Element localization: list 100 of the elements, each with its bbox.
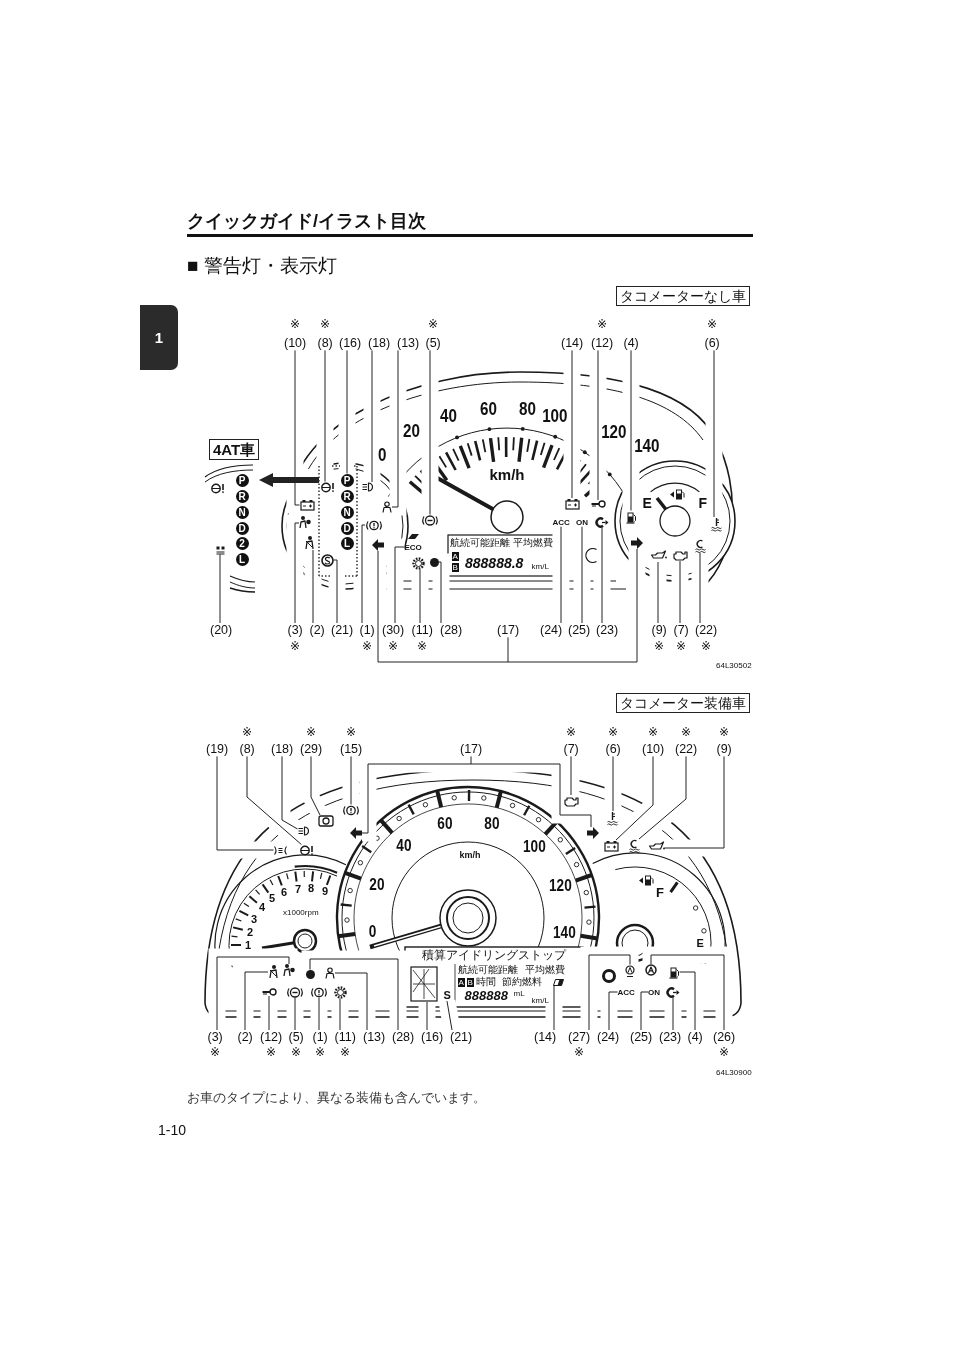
fuel-pump-icon bbox=[625, 510, 637, 524]
leader-line bbox=[361, 763, 472, 834]
leader-line bbox=[640, 991, 649, 1031]
leader-line bbox=[571, 349, 573, 499]
callout-number: (7) bbox=[673, 623, 689, 638]
square-pair-icon bbox=[215, 545, 225, 555]
display-text: 平均燃費 bbox=[513, 537, 553, 549]
display-text: B bbox=[451, 562, 459, 572]
fuel-pump-icon bbox=[668, 965, 680, 979]
grid-graphic-icon bbox=[410, 966, 438, 1002]
battery-icon bbox=[299, 499, 315, 511]
display-text: S bbox=[443, 988, 451, 1002]
dot-icon bbox=[429, 557, 439, 567]
chapter-tab: 1 bbox=[140, 305, 178, 370]
reference-mark: ※ bbox=[597, 318, 608, 332]
gauge-letter: E bbox=[642, 495, 652, 512]
callout-number: (2) bbox=[237, 1030, 253, 1045]
reference-mark: ※ bbox=[654, 640, 665, 654]
callout-number: (9) bbox=[716, 742, 732, 757]
dial-number: 60 bbox=[437, 815, 453, 834]
callout-number: (27) bbox=[568, 1030, 591, 1045]
display-text: 平均燃費 bbox=[525, 964, 565, 976]
callout-number: (13) bbox=[397, 336, 420, 351]
leader-line bbox=[281, 755, 298, 830]
leader-line bbox=[309, 958, 399, 1031]
callout-number: (11) bbox=[411, 623, 433, 638]
reference-mark: ※ bbox=[428, 318, 439, 332]
unit-label: km/h bbox=[459, 850, 481, 861]
callout-number: (8) bbox=[239, 742, 255, 757]
callout-number: (15) bbox=[340, 742, 363, 757]
callout-number: (6) bbox=[605, 742, 621, 757]
gear-position-letter: L bbox=[235, 552, 249, 566]
s-circle-icon bbox=[320, 553, 334, 567]
dial-number: 0 bbox=[368, 923, 376, 942]
seatbelt-icon bbox=[304, 536, 314, 550]
leader-line bbox=[426, 1001, 428, 1031]
callout-number: (30) bbox=[382, 623, 405, 638]
left-arrow-icon bbox=[350, 827, 362, 839]
arrow bbox=[259, 473, 319, 487]
callout-number: (10) bbox=[642, 742, 665, 757]
leader-line bbox=[268, 995, 270, 1031]
callout-number: (23) bbox=[659, 1030, 682, 1045]
dial-number: 5 bbox=[269, 891, 276, 905]
reference-mark: ※ bbox=[417, 640, 428, 654]
callout-number: (10) bbox=[284, 336, 307, 351]
reference-mark: ※ bbox=[719, 726, 730, 740]
dial-number: 40 bbox=[396, 837, 412, 856]
section-heading: ■ 警告灯・表示灯 bbox=[187, 255, 337, 277]
oil-can-icon bbox=[647, 841, 665, 853]
gear-position-letter: 2 bbox=[235, 536, 249, 550]
gear-position-letter: D bbox=[340, 521, 354, 535]
lamp-icon bbox=[273, 845, 287, 855]
gear-position-letter: R bbox=[340, 489, 354, 503]
leader-line bbox=[350, 755, 352, 805]
leader-line bbox=[324, 349, 326, 482]
display-text: 航続可能距離 bbox=[450, 537, 510, 549]
callout-number: (4) bbox=[687, 1030, 703, 1045]
callout-number: (4) bbox=[623, 336, 639, 351]
gauge-letter: E bbox=[696, 936, 704, 950]
indicator-text: ON bbox=[648, 987, 660, 997]
reference-mark: ※ bbox=[608, 726, 619, 740]
leader-line bbox=[310, 755, 321, 816]
leader-line bbox=[294, 349, 300, 506]
dial-number: 120 bbox=[548, 877, 572, 896]
leader-line bbox=[446, 1000, 453, 1031]
callout-number: (11) bbox=[334, 1030, 356, 1045]
leader-line bbox=[664, 755, 725, 849]
dial-number: 2 bbox=[247, 925, 254, 939]
bracketed-exclamation-icon bbox=[310, 986, 328, 998]
gear-icon bbox=[411, 556, 425, 570]
circle-arrow-icon bbox=[595, 516, 609, 528]
callout-number: (13) bbox=[363, 1030, 386, 1045]
callout-number: (1) bbox=[359, 623, 375, 638]
variant-tag: タコメーターなし車 bbox=[616, 286, 750, 307]
callout-number: (18) bbox=[368, 336, 391, 351]
circle-arrow-icon bbox=[666, 986, 680, 998]
gear-icon bbox=[333, 985, 347, 999]
seatbelt-icon bbox=[268, 965, 278, 979]
oil-can-icon bbox=[649, 550, 667, 562]
dial-number: 20 bbox=[402, 420, 420, 442]
reference-mark: ※ bbox=[707, 318, 718, 332]
dial-number: 140 bbox=[552, 924, 576, 943]
leader-line bbox=[615, 755, 654, 841]
leader-line bbox=[650, 954, 725, 1031]
dial-number: 100 bbox=[522, 838, 546, 857]
display-text: 航続可能距離 bbox=[458, 964, 518, 976]
leader-line bbox=[339, 998, 341, 1031]
callout-number: (12) bbox=[591, 336, 614, 351]
leader-line bbox=[216, 755, 274, 851]
dial-number: 140 bbox=[634, 435, 660, 457]
leader-line bbox=[638, 755, 687, 840]
callout-number: (26) bbox=[713, 1030, 736, 1045]
gear-position-letter: N bbox=[235, 505, 249, 519]
leader-line bbox=[553, 985, 555, 1031]
leader-line bbox=[588, 954, 631, 1031]
gear-position-letter: R bbox=[235, 489, 249, 503]
leader-line bbox=[630, 349, 632, 511]
reference-mark: ※ bbox=[388, 640, 399, 654]
reference-mark: ※ bbox=[290, 318, 301, 332]
page-number: 1-10 bbox=[158, 1122, 187, 1139]
